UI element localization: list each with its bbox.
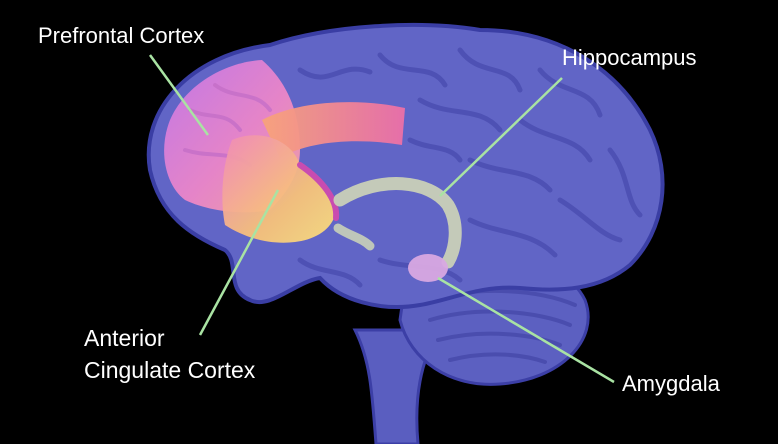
leader-lines <box>148 54 615 384</box>
fornix-tail <box>333 223 375 251</box>
acc-edge <box>297 162 340 221</box>
leader-line-acc <box>198 189 280 336</box>
hippocampus-label: Hippocampus <box>562 45 697 70</box>
anterior-cingulate-cortex-region <box>222 135 335 243</box>
leader-line-amygdala <box>437 276 615 384</box>
anterior-cingulate-cortex-label: Anterior Cingulate Cortex <box>84 322 255 386</box>
prefrontal-cortex-label: Prefrontal Cortex <box>38 23 205 48</box>
acc-label-line-1: Anterior <box>84 325 165 351</box>
amygdala-region <box>408 254 448 282</box>
leader-line-hippocampus <box>439 77 563 197</box>
acc-label-line-2: Cingulate Cortex <box>84 357 256 383</box>
hippocampus-region <box>333 177 462 269</box>
cingulate-upper-band <box>262 102 405 158</box>
amygdala-label: Amygdala <box>622 371 720 396</box>
leader-line-prefrontal <box>148 54 210 136</box>
